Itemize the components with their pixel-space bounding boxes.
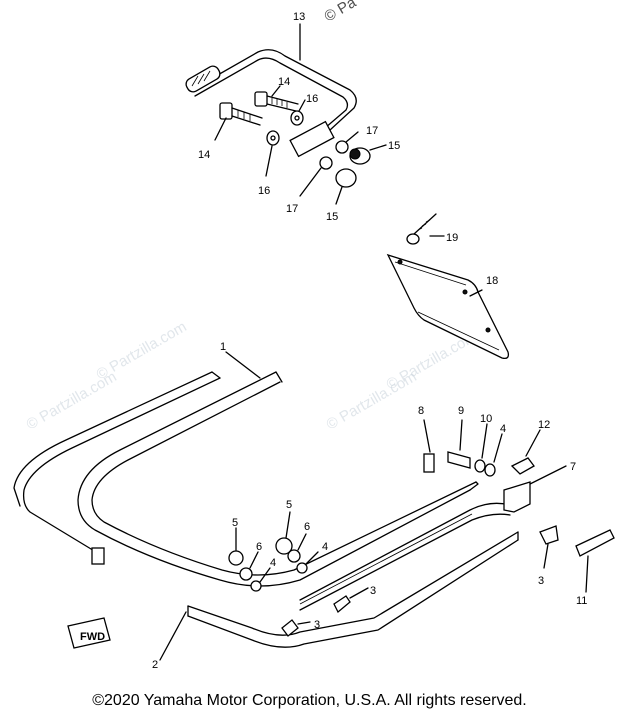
- callout-15: 15: [326, 211, 338, 223]
- skid-rail-2: [159, 531, 519, 661]
- copyright-notice: ©2020 Yamaha Motor Corporation, U.S.A. A…: [92, 692, 527, 709]
- callout-16: 16: [258, 185, 270, 197]
- callout-numbers: 13 14 16 14 17 15 16 17 15 19 18 1 8 9 1…: [152, 11, 587, 671]
- callout-12: 12: [538, 419, 550, 431]
- callout-10: 10: [480, 413, 492, 425]
- callout-3: 3: [314, 619, 320, 631]
- fwd-indicator: FWD: [67, 617, 111, 649]
- bracket-7: [503, 465, 567, 513]
- callout-14: 14: [198, 149, 210, 161]
- mount-8: [423, 419, 435, 473]
- callout-11: 11: [576, 595, 587, 607]
- callout-4: 4: [322, 541, 328, 553]
- callout-19: 19: [446, 232, 458, 244]
- fwd-label: FWD: [80, 631, 105, 643]
- washer-4-mid: [296, 551, 319, 574]
- callout-8: 8: [418, 405, 424, 417]
- callout-9: 9: [458, 405, 464, 417]
- washer-17-lower: [319, 156, 333, 170]
- nut-15-lower: [335, 168, 357, 205]
- callout-6: 6: [304, 521, 310, 533]
- bolt-3-rear: [539, 525, 559, 569]
- callout-17: 17: [286, 203, 298, 215]
- washer-17-upper: [335, 140, 349, 154]
- bolt-14-upper: [254, 85, 299, 112]
- callout-7: 7: [570, 461, 576, 473]
- watermark: © Partzilla.com: [94, 318, 190, 383]
- nut-15-upper: [349, 144, 387, 165]
- washer-10: [474, 423, 488, 473]
- grab-handle-13: [185, 23, 357, 158]
- callout-13: 13: [293, 11, 305, 23]
- watermark: © Pa: [322, 0, 360, 25]
- bolt-14-lower: [214, 102, 263, 141]
- nut-5-right: [275, 511, 293, 555]
- callout-6: 6: [256, 541, 262, 553]
- screw-19: [406, 213, 445, 245]
- callout-3: 3: [538, 575, 544, 587]
- callout-1: 1: [220, 341, 226, 353]
- washer-4-left: [250, 567, 271, 592]
- callout-3: 3: [370, 585, 376, 597]
- callout-4: 4: [270, 557, 276, 569]
- callout-16: 16: [306, 93, 318, 105]
- bolt-3-front: [281, 619, 311, 637]
- callout-14: 14: [278, 76, 290, 88]
- callout-5: 5: [286, 499, 292, 511]
- callout-4: 4: [500, 423, 506, 435]
- rail-guard: [13, 371, 221, 565]
- strip-11: [575, 529, 615, 593]
- callout-5: 5: [232, 517, 238, 529]
- bolt-3-mid: [333, 587, 369, 614]
- callout-15: 15: [388, 140, 400, 152]
- rear-frame: [299, 497, 525, 611]
- nut-5-left: [228, 527, 244, 566]
- callout-17: 17: [366, 125, 378, 137]
- watermark-layer: © Partzilla.com © Partzilla.com © Partzi…: [24, 0, 480, 433]
- bolt-9: [447, 419, 471, 469]
- plate-18: [386, 253, 510, 360]
- washer-6-left: [239, 551, 259, 581]
- cap-12: [510, 429, 541, 475]
- callout-2: 2: [152, 659, 158, 671]
- washer-6-right: [287, 533, 307, 563]
- washer-4-rear: [484, 433, 503, 477]
- callout-18: 18: [486, 275, 498, 287]
